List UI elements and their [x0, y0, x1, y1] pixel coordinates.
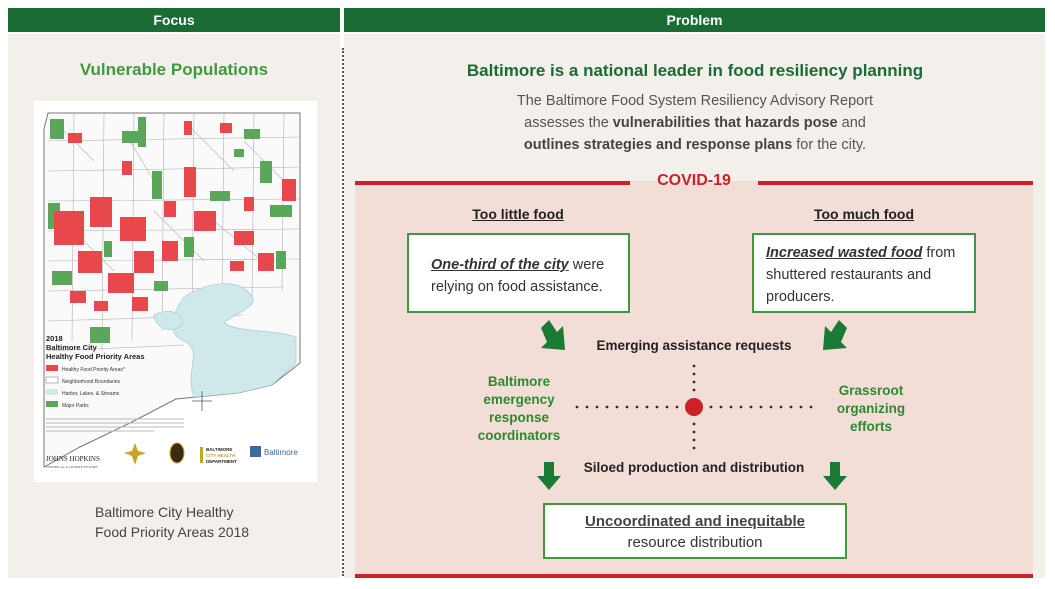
left-actor-line: Baltimore: [487, 374, 551, 389]
health-dept-bar-icon: [200, 447, 203, 463]
legend-item-water: Harbor, Lakes, & Streams: [62, 391, 120, 397]
map-caption-line-1: Baltimore City Healthy: [95, 504, 234, 520]
left-heading: Too little food: [472, 206, 564, 222]
arrow-down-left-bottom-icon: [537, 462, 561, 490]
logo-bdc: Baltimore: [264, 448, 298, 457]
logo-health-2: CITY HEALTH: [206, 453, 235, 458]
city-star-logo-icon: [124, 443, 146, 465]
legend-footnote: [46, 418, 184, 432]
emerging-requests-label: Emerging assistance requests: [596, 338, 792, 353]
logo-health-1: BALTIMORE: [206, 447, 232, 452]
outcome-box: Uncoordinated and inequitable resource d…: [543, 503, 847, 559]
focus-title: Vulnerable Populations: [79, 60, 269, 79]
right-actor-label: Grassroot organizing efforts: [822, 382, 920, 436]
covid-bottom-line: [355, 574, 1033, 578]
left-actor-label: Baltimore emergency response coordinator…: [470, 373, 568, 445]
outcome-line-1: Uncoordinated and inequitable: [584, 513, 805, 530]
too-much-food-box: Increased wasted food from shuttered res…: [752, 233, 976, 313]
siloed-label: Siloed production and distribution: [583, 460, 805, 475]
legend-title-1: Baltimore City: [46, 343, 98, 352]
problem-header: Problem: [344, 8, 1045, 32]
too-little-food-box: One-third of the city were relying on fo…: [407, 233, 630, 313]
right-box-emphasis: Increased wasted food: [766, 245, 923, 261]
description-text: for the city.: [792, 137, 867, 153]
description-text: and: [837, 115, 866, 131]
right-box-text: from: [922, 245, 956, 261]
focus-header: Focus: [8, 8, 340, 32]
problem-description: The Baltimore Food System Resiliency Adv…: [470, 90, 920, 156]
covid-top-line-left: [355, 181, 630, 185]
focus-header-label: Focus: [153, 12, 195, 28]
description-line-2: assesses the vulnerabilities that hazard…: [470, 112, 920, 134]
dotted-crossbar: [575, 364, 813, 450]
right-heading: Too much food: [813, 206, 915, 222]
covid-top-line-right: [758, 181, 1033, 185]
panel-divider: [342, 48, 344, 576]
map-caption-line-2: Food Priority Areas 2018: [95, 524, 250, 540]
arrow-down-right-icon: [541, 320, 565, 350]
food-priority-map: 2018 Baltimore City Healthy Food Priorit…: [34, 101, 317, 482]
priority-areas: [54, 121, 296, 311]
description-bold: vulnerabilities that hazards pose: [612, 115, 838, 131]
outcome-line-2: resource distribution: [627, 534, 763, 551]
description-text: assesses the: [524, 115, 613, 131]
left-actor-line: emergency: [483, 392, 555, 407]
right-box-line-2: shuttered restaurants and: [766, 267, 932, 283]
legend-swatch-water: [46, 389, 58, 395]
legend-swatch-priority: [46, 365, 58, 371]
right-box-line-3: producers.: [766, 289, 835, 305]
legend-item-priority: Healthy Food Priority Areas*: [62, 367, 125, 373]
center-node: [685, 398, 703, 416]
legend-swatch-parks: [46, 401, 58, 407]
problem-title: Baltimore is a national leader in food r…: [466, 61, 924, 80]
arrow-down-left-icon: [823, 320, 847, 350]
left-box-text: were: [568, 257, 605, 273]
legend-item-parks: Major Parks: [62, 403, 89, 409]
right-actor-line: Grassroot: [838, 383, 904, 398]
problem-header-label: Problem: [666, 12, 723, 28]
right-actor-line: efforts: [849, 419, 892, 434]
bdc-logo-icon: [250, 446, 261, 457]
left-actor-line: coordinators: [477, 428, 561, 443]
right-actor-line: organizing: [836, 401, 906, 416]
harbor-water: [153, 283, 297, 398]
map-caption: Baltimore City Healthy Food Priority Are…: [95, 502, 325, 542]
logo-health-3: DEPARTMENT: [206, 459, 237, 464]
city-seal-logo-icon: [169, 442, 185, 464]
right-box-line-1: Increased wasted food from: [766, 242, 974, 264]
legend-title-2: Healthy Food Priority Areas: [46, 352, 145, 361]
left-actor-line: response: [488, 410, 550, 425]
arrow-down-right-bottom-icon: [823, 462, 847, 490]
description-line-1: The Baltimore Food System Resiliency Adv…: [516, 93, 874, 109]
covid-label: COVID-19: [657, 172, 731, 189]
flow-graphic: [537, 320, 847, 490]
legend-year: 2018: [46, 334, 63, 343]
left-box-line-1: One-third of the city were: [431, 254, 628, 276]
legend-item-boundaries: Neighborhood Boundaries: [62, 379, 121, 385]
map-legend: 2018 Baltimore City Healthy Food Priorit…: [45, 334, 212, 432]
partner-logos: JOHNS HOPKINS CENTER for A LIVABLE FUTUR…: [46, 442, 298, 469]
logo-jhu: JOHNS HOPKINS: [46, 455, 100, 463]
map-graphic: 2018 Baltimore City Healthy Food Priorit…: [43, 112, 301, 469]
legend-swatch-boundaries: [45, 376, 59, 384]
description-bold: outlines strategies and response plans: [523, 137, 793, 153]
left-box-emphasis: One-third of the city: [431, 257, 569, 273]
logo-jhu-sub: CENTER for A LIVABLE FUTURE: [46, 465, 97, 469]
compass-icon: [192, 391, 212, 411]
description-line-3: outlines strategies and response plans f…: [470, 134, 920, 156]
left-box-line-2: relying on food assistance.: [431, 279, 603, 295]
